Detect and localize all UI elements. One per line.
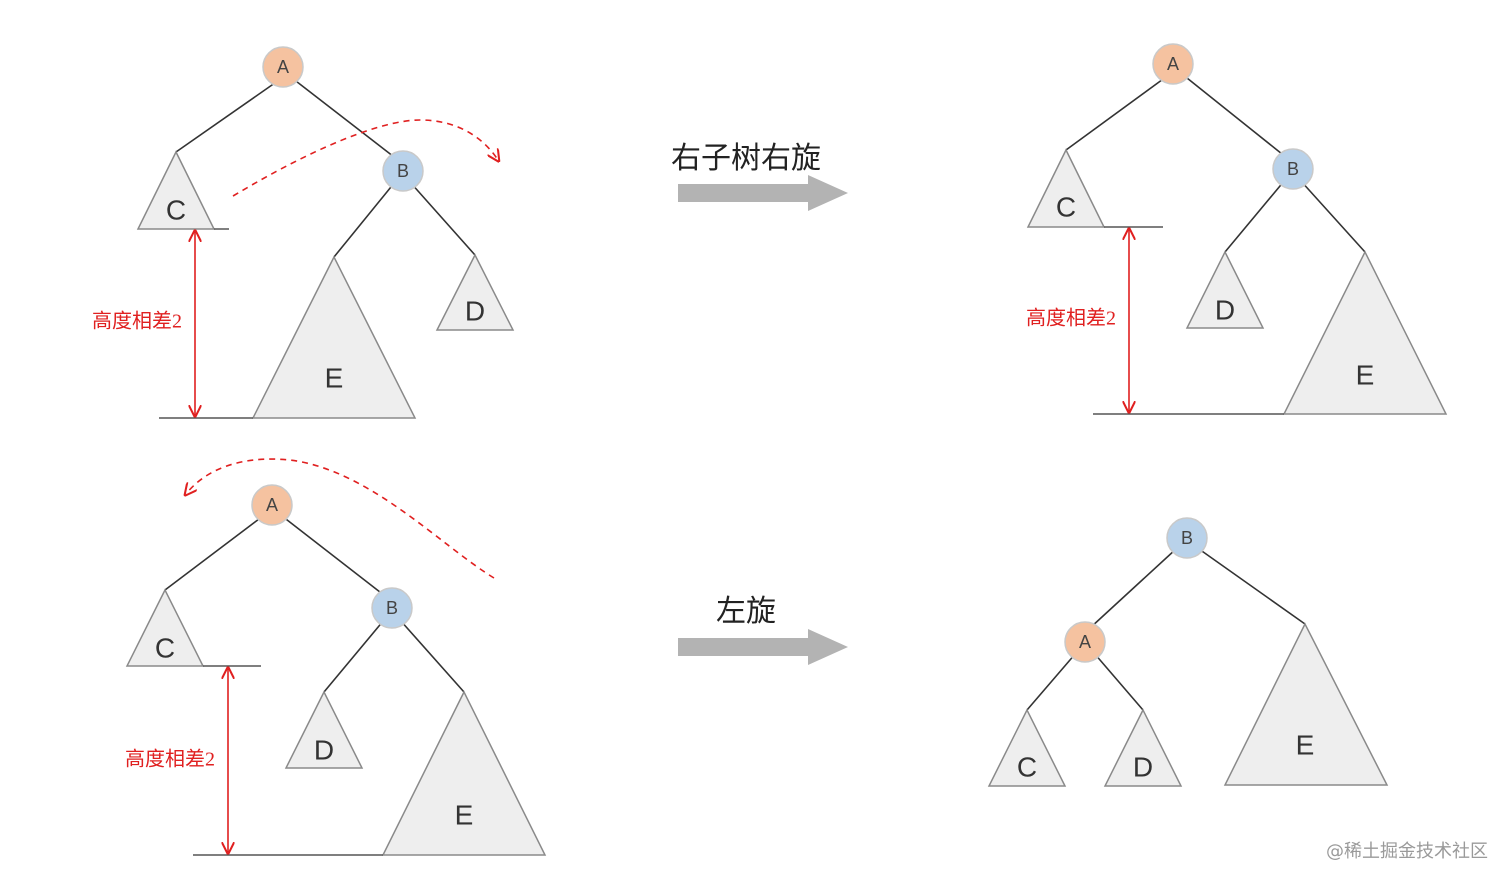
- subtree-c: [136, 150, 216, 230]
- edge-b-e: [1198, 548, 1306, 625]
- rotation-direction-arrow: [186, 458, 495, 579]
- step-label-right-rotation: 右子树右旋: [671, 142, 821, 175]
- node-b-label: B: [1181, 528, 1193, 548]
- node-a: [1152, 43, 1194, 85]
- step-arrow-icon: [678, 629, 848, 665]
- step-label-left-rotation: 左旋: [716, 595, 776, 628]
- edge-b-e: [1299, 179, 1366, 253]
- edge-b-e: [333, 181, 396, 258]
- node-b: [1166, 517, 1208, 559]
- subtree-c: [125, 588, 205, 667]
- height-diff-label: 高度相差2: [125, 748, 215, 771]
- subtree-e: [251, 255, 417, 419]
- edge-a-b: [1181, 73, 1288, 159]
- edge-a-c: [164, 515, 264, 591]
- subtree-d: [435, 253, 515, 331]
- edge-a-c: [175, 77, 283, 153]
- subtree-e-label: E: [1356, 359, 1375, 390]
- node-b: [382, 150, 424, 192]
- subtree-c: [1026, 148, 1106, 228]
- edge-a-d: [1093, 652, 1144, 711]
- edge-b-d: [323, 619, 385, 693]
- node-a-label: A: [277, 57, 289, 77]
- edge-a-c: [1065, 73, 1171, 151]
- subtree-d: [284, 690, 364, 769]
- edge-b-d: [1224, 179, 1286, 253]
- panel-bottom-right: C D E B A: [987, 517, 1389, 787]
- edge-b-e: [399, 619, 465, 693]
- node-a-label: A: [266, 495, 278, 515]
- subtree-c-label: C: [1056, 191, 1076, 222]
- node-b: [371, 587, 413, 629]
- subtree-d-label: D: [314, 734, 334, 765]
- node-a-label: A: [1079, 632, 1091, 652]
- subtree-e-label: E: [1296, 729, 1315, 760]
- watermark: @稀土掘金技术社区: [1326, 841, 1488, 862]
- subtree-d: [1185, 250, 1265, 329]
- node-a: [251, 484, 293, 526]
- height-diff-label: 高度相差2: [1026, 307, 1116, 330]
- panel-top-left: C E D A B 高度相差2: [92, 46, 515, 419]
- step-arrow-icon: [678, 175, 848, 211]
- subtree-d-label: D: [1133, 751, 1153, 782]
- subtree-e: [381, 690, 547, 856]
- subtree-e: [1223, 622, 1389, 786]
- subtree-d-label: D: [465, 295, 485, 326]
- panel-top-right: C D E A B 高度相差2: [1026, 43, 1448, 415]
- subtree-c-label: C: [1017, 751, 1037, 782]
- node-b: [1272, 148, 1314, 190]
- node-a: [1064, 621, 1106, 663]
- edge-b-a: [1089, 548, 1177, 629]
- panel-bottom-left: C D E A B 高度相差2: [125, 458, 547, 856]
- edge-a-b: [291, 77, 399, 161]
- node-a: [262, 46, 304, 88]
- subtree-c: [987, 708, 1067, 787]
- subtree-e-label: E: [455, 799, 474, 830]
- subtree-c-label: C: [166, 194, 186, 225]
- node-b-label: B: [397, 161, 409, 181]
- edge-a-b: [281, 515, 386, 597]
- subtree-e-label: E: [325, 362, 344, 393]
- step-left-rotation: 左旋: [678, 595, 848, 665]
- subtree-d: [1103, 708, 1183, 787]
- node-b-label: B: [1287, 159, 1299, 179]
- rotation-direction-arrow: [232, 119, 498, 197]
- step-right-rotation: 右子树右旋: [671, 142, 848, 211]
- edge-b-d: [409, 181, 476, 256]
- node-b-label: B: [386, 598, 398, 618]
- height-diff-label: 高度相差2: [92, 310, 182, 333]
- node-a-label: A: [1167, 54, 1179, 74]
- subtree-d-label: D: [1215, 294, 1235, 325]
- subtree-e: [1282, 250, 1448, 415]
- subtree-c-label: C: [155, 632, 175, 663]
- edge-a-c: [1026, 652, 1077, 711]
